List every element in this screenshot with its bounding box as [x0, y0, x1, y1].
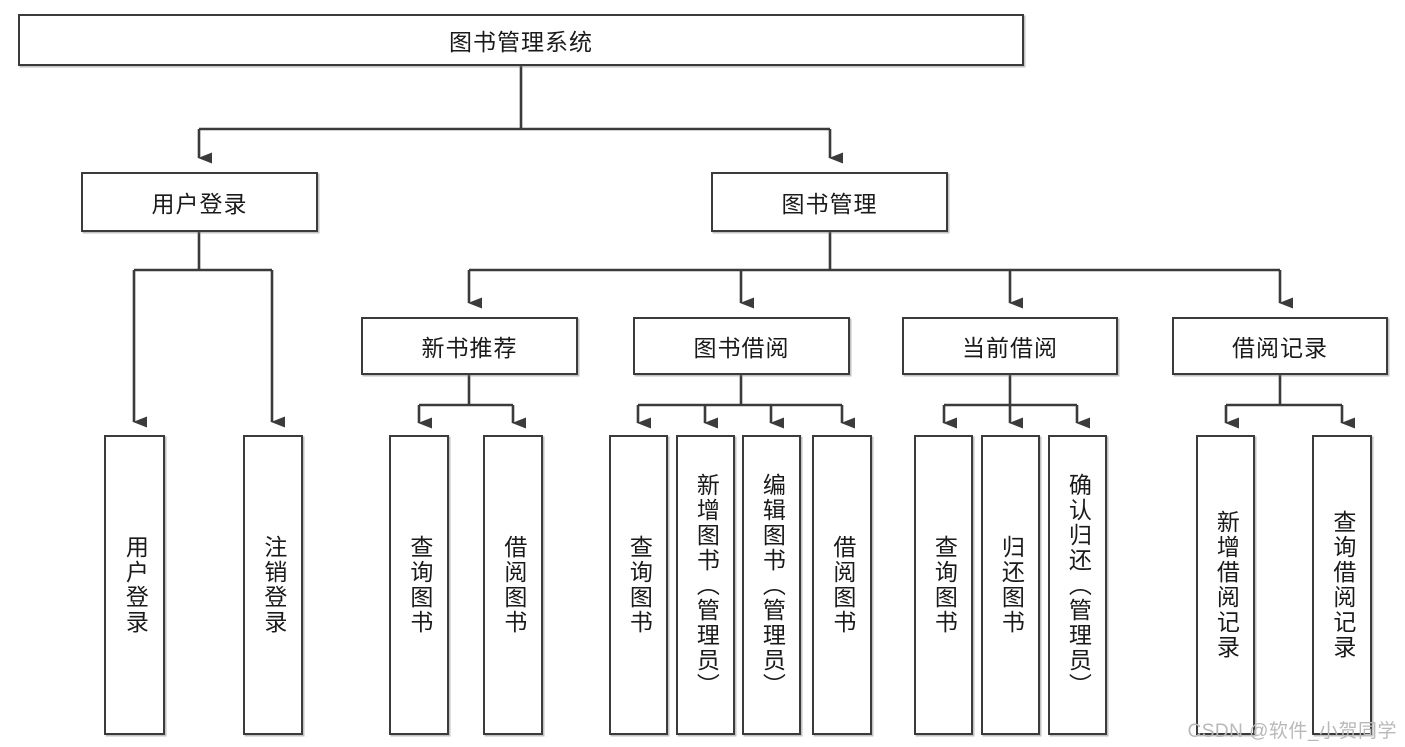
- node-leaf-query-borrow-record[interactable]: 查询借阅记录: [1312, 435, 1372, 735]
- node-label: 借阅图书: [829, 535, 856, 635]
- node-label: 用户登录: [122, 535, 149, 635]
- node-label: 借阅图书: [500, 535, 527, 635]
- node-leaf-return-book[interactable]: 归还图书: [981, 435, 1040, 735]
- node-leaf-user-logout[interactable]: 注销登录: [243, 435, 303, 735]
- node-label: 图书管理: [781, 191, 878, 217]
- node-book-management-system[interactable]: 图书管理系统: [18, 14, 1024, 66]
- node-label: 图书借阅: [693, 335, 790, 361]
- node-leaf-borrow-book[interactable]: 借阅图书: [812, 435, 872, 735]
- node-leaf-query-book-cur[interactable]: 查询图书: [914, 435, 973, 735]
- node-label: 新增图书（管理员）: [693, 472, 720, 698]
- node-label: 当前借阅: [962, 335, 1058, 361]
- node-label: 查询借阅记录: [1329, 510, 1356, 660]
- node-book-manage[interactable]: 图书管理: [711, 172, 948, 232]
- node-book-borrow[interactable]: 图书借阅: [633, 317, 850, 375]
- node-label: 归还图书: [998, 535, 1025, 635]
- node-label: 查询图书: [931, 535, 958, 635]
- node-leaf-confirm-return[interactable]: 确认归还（管理员）: [1048, 435, 1107, 735]
- node-label: 查询图书: [626, 535, 653, 635]
- node-label: 新增借阅记录: [1213, 510, 1240, 660]
- node-label: 新书推荐: [421, 335, 518, 361]
- node-label: 借阅记录: [1232, 335, 1328, 361]
- node-new-book-rec[interactable]: 新书推荐: [361, 317, 578, 375]
- node-label: 确认归还（管理员）: [1065, 472, 1092, 698]
- node-label: 图书管理系统: [449, 29, 593, 55]
- node-user-login[interactable]: 用户登录: [81, 172, 318, 232]
- node-label: 查询图书: [406, 535, 433, 635]
- watermark-text: CSDN @软件_小贺同学: [1187, 721, 1397, 742]
- node-borrow-record[interactable]: 借阅记录: [1172, 317, 1388, 375]
- node-leaf-edit-book[interactable]: 编辑图书（管理员）: [742, 435, 801, 735]
- node-current-borrow[interactable]: 当前借阅: [902, 317, 1118, 375]
- node-leaf-add-book[interactable]: 新增图书（管理员）: [676, 435, 735, 735]
- node-label: 注销登录: [260, 535, 287, 635]
- node-label: 用户登录: [151, 191, 248, 217]
- node-leaf-user-login[interactable]: 用户登录: [104, 435, 165, 735]
- node-leaf-borrow-book-rec[interactable]: 借阅图书: [483, 435, 543, 735]
- node-leaf-query-book-rec[interactable]: 查询图书: [389, 435, 449, 735]
- node-label: 编辑图书（管理员）: [759, 472, 786, 698]
- node-leaf-query-book-borrow[interactable]: 查询图书: [609, 435, 668, 735]
- node-leaf-add-borrow-record[interactable]: 新增借阅记录: [1196, 435, 1255, 735]
